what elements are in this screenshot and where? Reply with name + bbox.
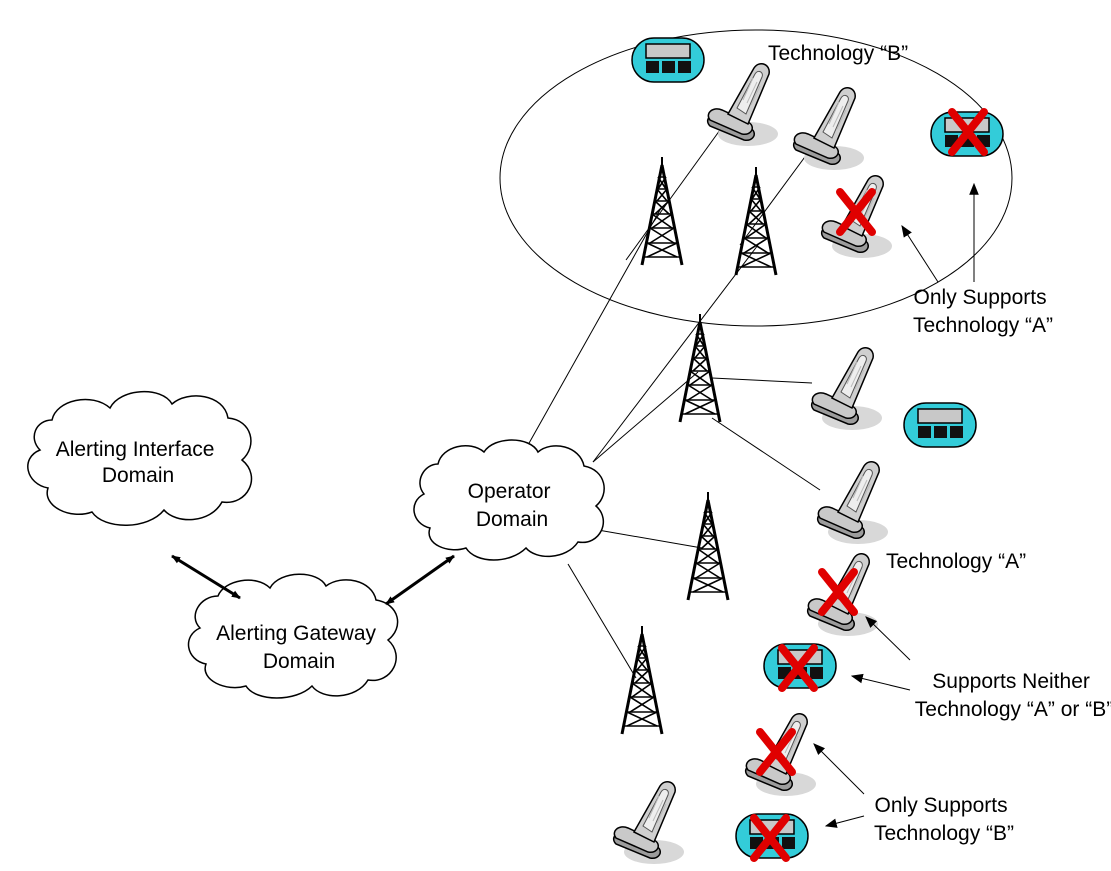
flip-phone-icon bbox=[816, 460, 889, 545]
cloud-icon bbox=[413, 439, 605, 561]
alerting-interface-label-line1: Alerting Interface bbox=[56, 438, 215, 461]
cell-tower-icon bbox=[686, 490, 730, 602]
supports-neither-line1: Supports Neither bbox=[932, 670, 1090, 693]
alerting-gateway-cloud: Alerting Gateway Domain bbox=[187, 573, 399, 699]
operator-domain-cloud: Operator Domain bbox=[413, 439, 605, 561]
only-supports-b-line1: Only Supports bbox=[875, 794, 1008, 817]
supports-neither-line2: Technology “A” or “B” bbox=[915, 698, 1111, 721]
connection-lines bbox=[527, 129, 821, 679]
flip-phone-icon bbox=[810, 346, 883, 431]
only-supports-a-line2: Technology “A” bbox=[913, 314, 1053, 337]
cloud-icon bbox=[187, 573, 399, 699]
gateway-operator-link-arrow bbox=[385, 554, 455, 606]
technology-b-coverage-area bbox=[499, 29, 1013, 327]
receiver-device-icon bbox=[903, 402, 977, 448]
only-supports-a-line1: Only Supports bbox=[914, 286, 1047, 309]
cell-tower-icon bbox=[620, 624, 664, 736]
only-supports-b-callout: Only Supports Technology “B” bbox=[874, 794, 1014, 845]
alerting-interface-cloud: Alerting Interface Domain bbox=[27, 391, 253, 526]
receiver-device-icon bbox=[631, 37, 705, 83]
cloud-icon bbox=[27, 391, 253, 526]
alerting-gateway-label-line2: Domain bbox=[263, 650, 335, 673]
technology-a-label: Technology “A” bbox=[886, 550, 1026, 573]
cell-tower-icon bbox=[678, 312, 722, 424]
svg-text:Alerting Gateway Domain: Alerting Gateway Domain bbox=[216, 622, 382, 673]
technology-b-label: Technology “B” bbox=[768, 42, 908, 65]
supports-neither-callout: Supports Neither Technology “A” or “B” bbox=[915, 670, 1111, 721]
flip-phone-icon bbox=[706, 62, 779, 147]
interface-gateway-link-arrow bbox=[171, 554, 241, 600]
only-supports-a-callout: Only Supports Technology “A” bbox=[913, 286, 1053, 337]
flip-phone-icon bbox=[612, 780, 685, 865]
operator-label-line2: Domain bbox=[476, 508, 548, 531]
alerting-gateway-label-line1: Alerting Gateway bbox=[216, 622, 376, 645]
cell-tower-icon bbox=[734, 165, 778, 277]
only-supports-b-line2: Technology “B” bbox=[874, 822, 1014, 845]
operator-label-line1: Operator bbox=[468, 480, 551, 503]
callout-arrows bbox=[813, 182, 979, 828]
svg-text:Operator Domain: Operator Domain bbox=[468, 480, 557, 531]
svg-text:Alerting Interface Domai: Alerting Interface Domain bbox=[56, 438, 221, 487]
flip-phone-icon bbox=[792, 86, 865, 171]
alerting-interface-label-line2: Domain bbox=[102, 464, 174, 487]
